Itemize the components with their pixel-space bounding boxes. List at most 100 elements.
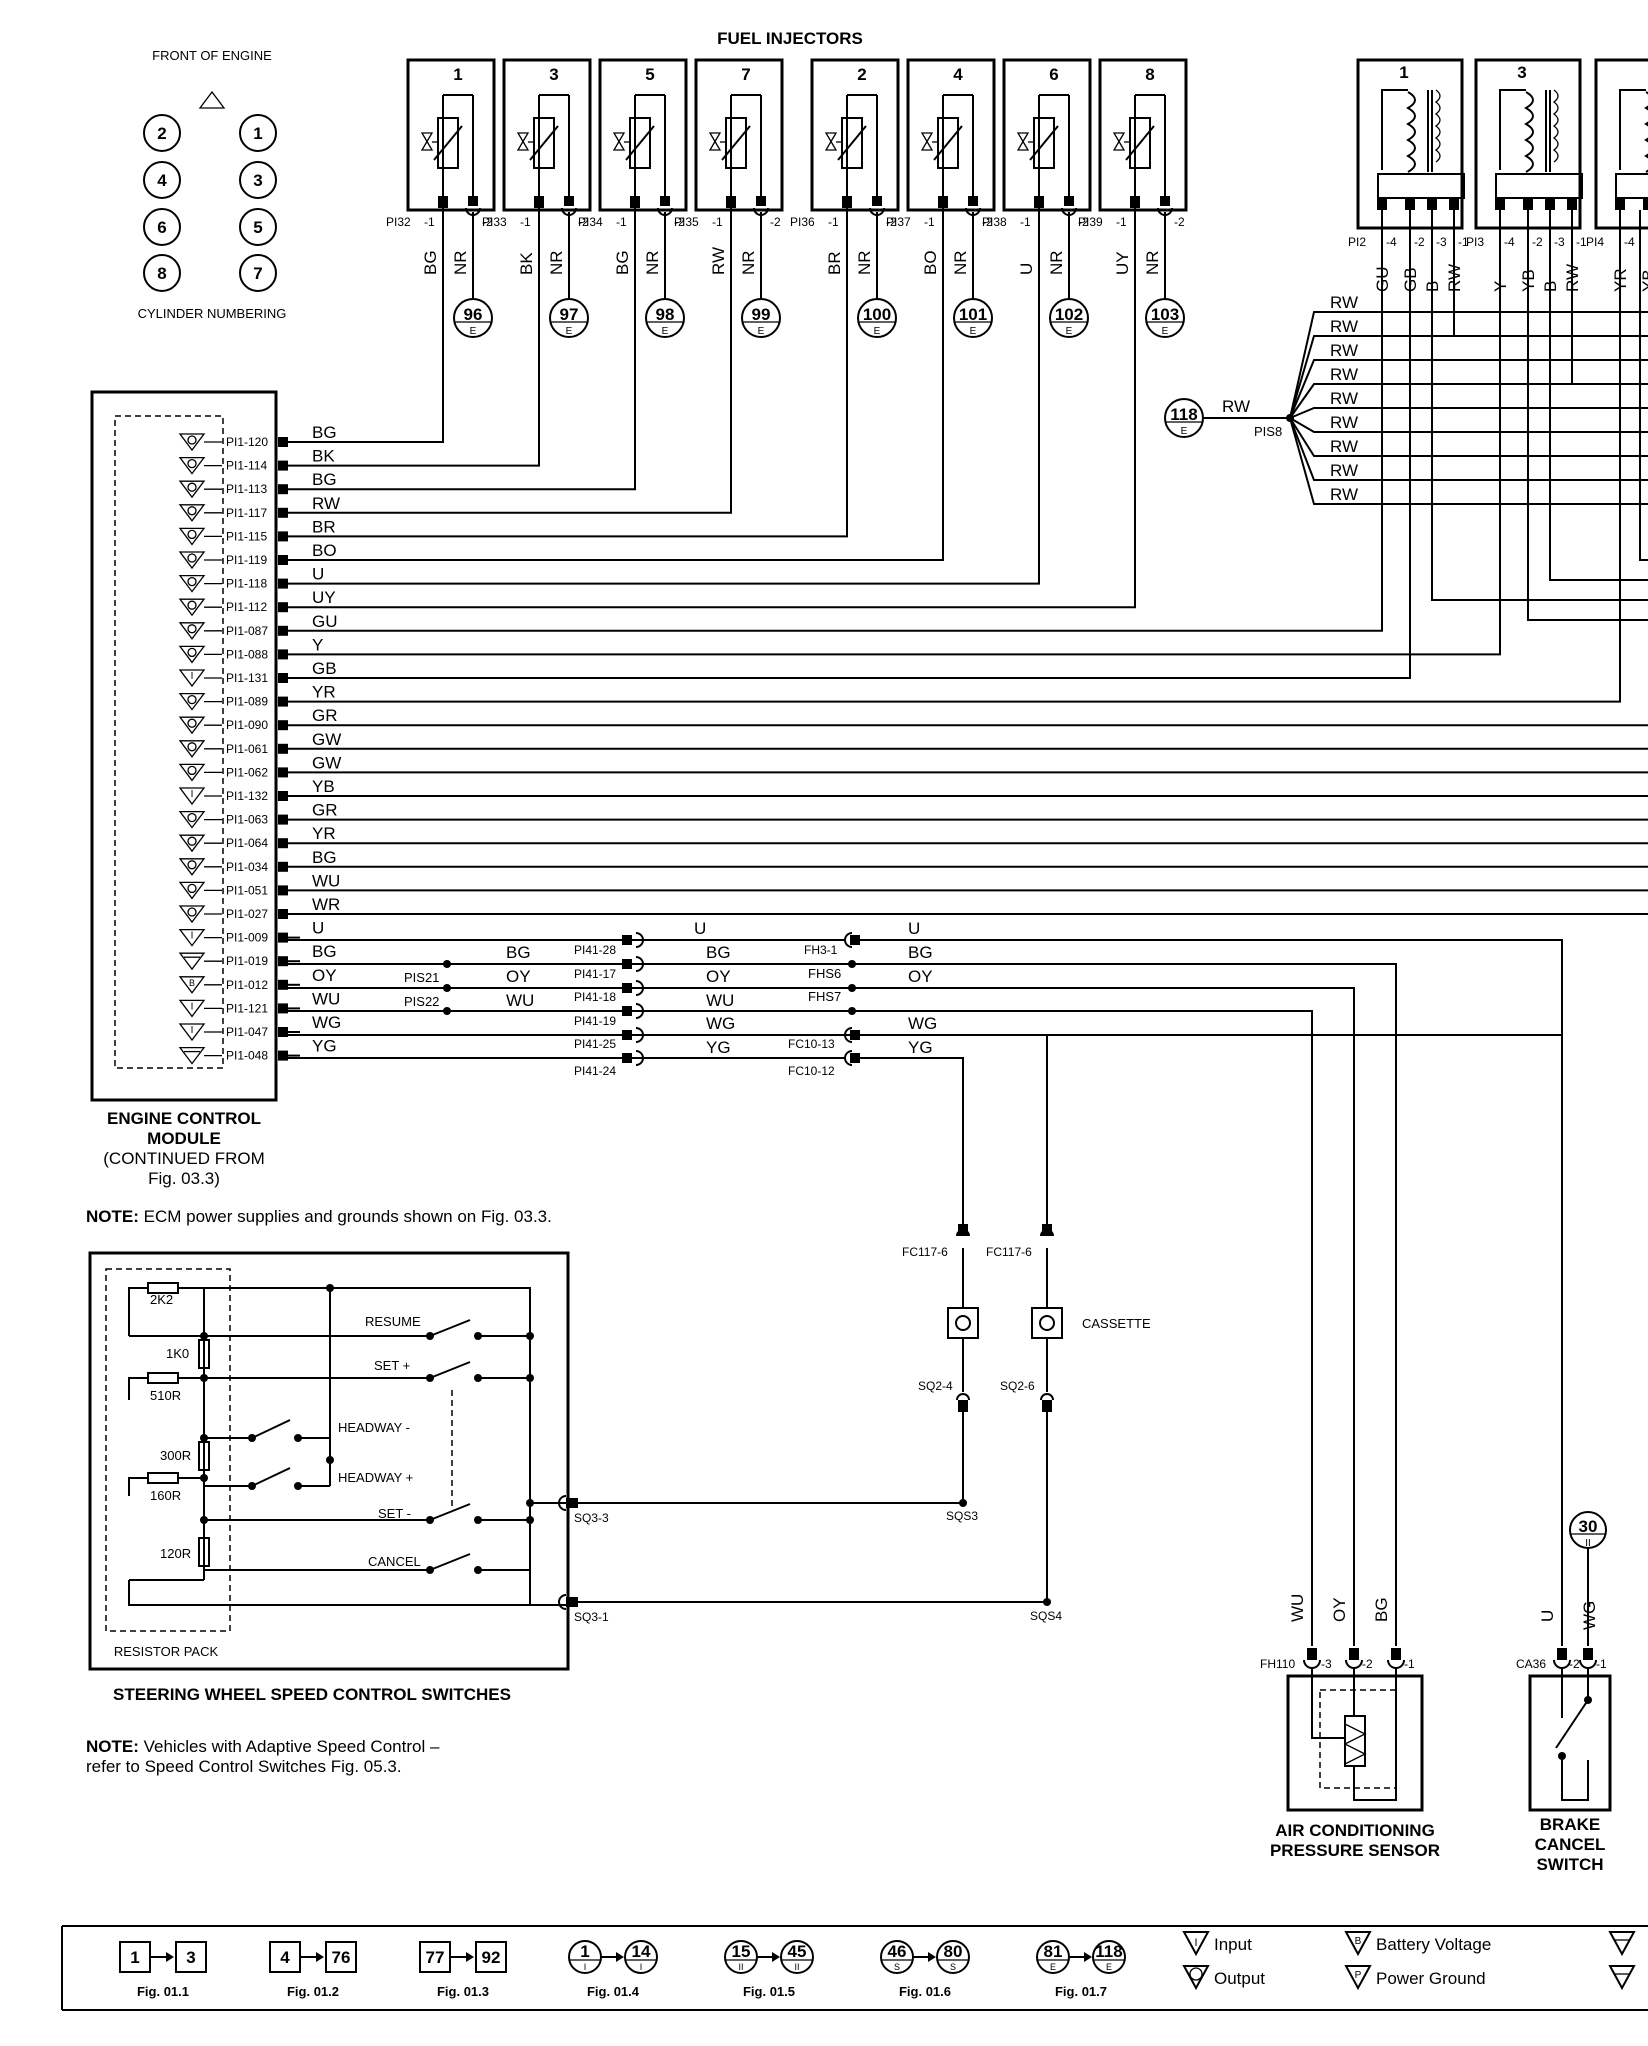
svg-text:WG: WG	[706, 1014, 735, 1033]
legend-fig-label: Fig. 01.5	[743, 1984, 795, 1999]
svg-text:BK: BK	[517, 252, 536, 275]
coil-number: 3	[1517, 63, 1526, 82]
svg-text:Fig. 03.3): Fig. 03.3)	[148, 1169, 220, 1188]
svg-text:RW: RW	[1330, 389, 1358, 408]
svg-text:FC10-12: FC10-12	[788, 1064, 835, 1078]
ecm-pin-label: PI1-063	[226, 813, 268, 827]
ecm-wire-label: YR	[312, 824, 336, 843]
svg-text:OY: OY	[908, 967, 933, 986]
svg-text:-2: -2	[578, 215, 589, 229]
svg-text:Power Ground: Power Ground	[1376, 1969, 1486, 1988]
cylinder-number: 1	[253, 124, 262, 143]
svg-text:RW: RW	[1330, 365, 1358, 384]
cylinder-numbering-label: CYLINDER NUMBERING	[138, 306, 287, 321]
svg-text:PI41-17: PI41-17	[574, 967, 616, 981]
svg-text:-1: -1	[1596, 1657, 1607, 1671]
svg-text:U: U	[908, 919, 920, 938]
svg-text:-2: -2	[1174, 215, 1185, 229]
ecm-wire-label: BG	[312, 848, 337, 867]
ecm-wire-label: U	[312, 565, 324, 584]
note-adaptive-line2: refer to Speed Control Switches Fig. 05.…	[86, 1757, 402, 1776]
ecm-pin-label: PI1-120	[226, 435, 268, 449]
svg-text:E: E	[758, 326, 765, 337]
svg-text:RW: RW	[1330, 293, 1358, 312]
svg-text:-1: -1	[712, 215, 723, 229]
ground-ref: 100	[863, 305, 891, 324]
legend-fig-label: Fig. 01.3	[437, 1984, 489, 1999]
svg-text:-1: -1	[1116, 215, 1127, 229]
steering-wheel-switches: 2K2 1K0 510R 300R 160R 120R RESUME SET +…	[88, 1251, 576, 1671]
cylinder-number: 2	[157, 124, 166, 143]
svg-text:NR: NR	[951, 250, 970, 275]
svg-text:NR: NR	[643, 250, 662, 275]
splice-pis8: 118 E RW PIS8	[1164, 397, 1294, 439]
svg-text:SQ3-1: SQ3-1	[574, 1610, 609, 1624]
svg-text:AIR CONDITIONING: AIR CONDITIONING	[1275, 1821, 1435, 1840]
svg-text:NR: NR	[1047, 250, 1066, 275]
svg-text:PI41-18: PI41-18	[574, 990, 616, 1004]
front-arrow-icon	[198, 90, 226, 109]
svg-text:PI41-19: PI41-19	[574, 1014, 616, 1028]
svg-text:15: 15	[732, 1942, 751, 1961]
svg-text:30: 30	[1579, 1517, 1598, 1536]
svg-text:PI33: PI33	[482, 215, 507, 229]
ecm-internal	[114, 415, 224, 1069]
svg-text:U: U	[1538, 1610, 1557, 1622]
svg-text:2K2: 2K2	[150, 1292, 173, 1307]
ecm-wire-label: UY	[312, 588, 336, 607]
svg-text:BG: BG	[421, 250, 440, 275]
svg-text:-2: -2	[982, 215, 993, 229]
svg-text:SQS3: SQS3	[946, 1509, 978, 1523]
svg-text:PI41-28: PI41-28	[574, 943, 616, 957]
svg-text:WU: WU	[706, 991, 734, 1010]
svg-text:BR: BR	[825, 251, 844, 275]
svg-text:I: I	[191, 1025, 194, 1036]
cylinder-number: 4	[157, 171, 167, 190]
svg-text:U: U	[694, 919, 706, 938]
svg-text:RW: RW	[1330, 461, 1358, 480]
ecm-pin-label: PI1-051	[226, 883, 268, 897]
svg-text:PI41-24: PI41-24	[574, 1064, 616, 1078]
svg-text:-1: -1	[520, 215, 531, 229]
resistor-pack-outline	[105, 1268, 231, 1632]
ecm-box	[90, 390, 278, 1102]
ecm-pin-label: PI1-087	[226, 624, 268, 638]
ecm-wire-label: WU	[312, 989, 340, 1008]
svg-text:SWITCH: SWITCH	[1536, 1855, 1603, 1874]
ecm-pin-label: PI1-048	[226, 1049, 268, 1063]
ecm-wire-label: BO	[312, 541, 337, 560]
svg-text:Input: Input	[1214, 1935, 1252, 1954]
ecm-wire-label: RW	[312, 494, 340, 513]
svg-text:46: 46	[888, 1942, 907, 1961]
ecm-pin-label: PI1-012	[226, 978, 268, 992]
svg-text:ENGINE CONTROL: ENGINE CONTROL	[107, 1109, 261, 1128]
ecm-pin-label: PI1-118	[226, 577, 267, 591]
svg-text:92: 92	[482, 1948, 501, 1967]
svg-text:76: 76	[332, 1948, 351, 1967]
legend-output: Output	[1182, 1965, 1265, 1991]
svg-text:45: 45	[788, 1942, 807, 1961]
svg-text:RW: RW	[1222, 397, 1250, 416]
ecm-pin-label: PI1-119	[226, 553, 267, 567]
svg-text:E: E	[1181, 426, 1188, 437]
speed-control-wiring	[286, 932, 1563, 1646]
ecm-wire-label: YG	[312, 1037, 337, 1056]
svg-text:CANCEL: CANCEL	[1535, 1835, 1606, 1854]
